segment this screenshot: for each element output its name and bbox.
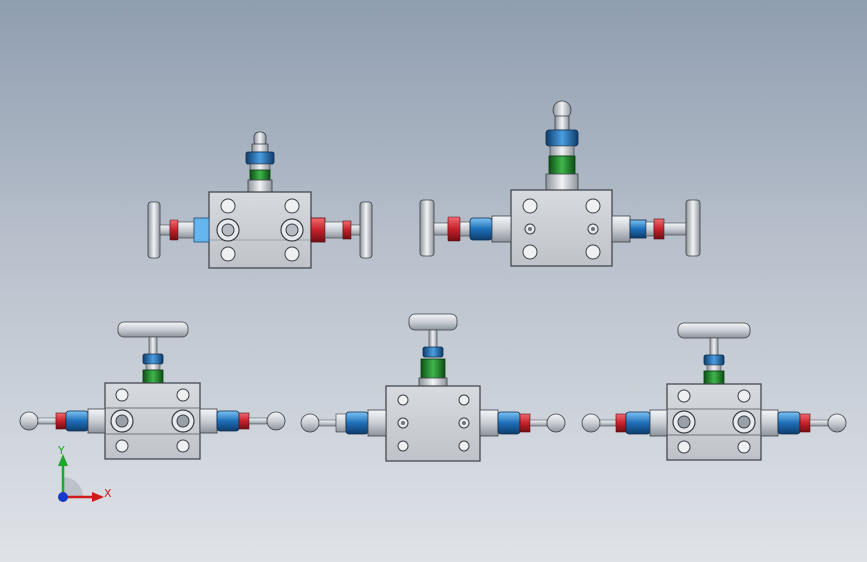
manifold-top-right[interactable] — [419, 100, 701, 267]
manifold-bottom-left[interactable] — [19, 321, 286, 460]
y-axis-label: Y — [57, 444, 65, 457]
manifold-top-left[interactable] — [147, 131, 373, 269]
valve-stem-assembly — [545, 100, 579, 191]
right-connection — [479, 409, 566, 437]
right-connection — [199, 408, 286, 434]
valve-stem-assembly — [245, 131, 275, 193]
manifold-bottom-center[interactable] — [300, 313, 566, 462]
left-connection — [581, 409, 668, 437]
left-connection — [419, 199, 512, 257]
left-connection — [300, 409, 387, 437]
z-axis-origin — [58, 492, 68, 502]
coordinate-triad[interactable]: Y X — [57, 444, 112, 502]
left-connection — [19, 408, 106, 434]
left-connection — [147, 201, 210, 259]
x-axis-label: X — [104, 487, 112, 500]
right-connection — [310, 201, 373, 259]
triad-plane-shade — [63, 477, 83, 497]
right-connection — [611, 199, 701, 257]
manifold-bottom-right[interactable] — [581, 322, 847, 461]
t-handle-assembly — [408, 313, 458, 389]
right-connection — [760, 409, 847, 437]
